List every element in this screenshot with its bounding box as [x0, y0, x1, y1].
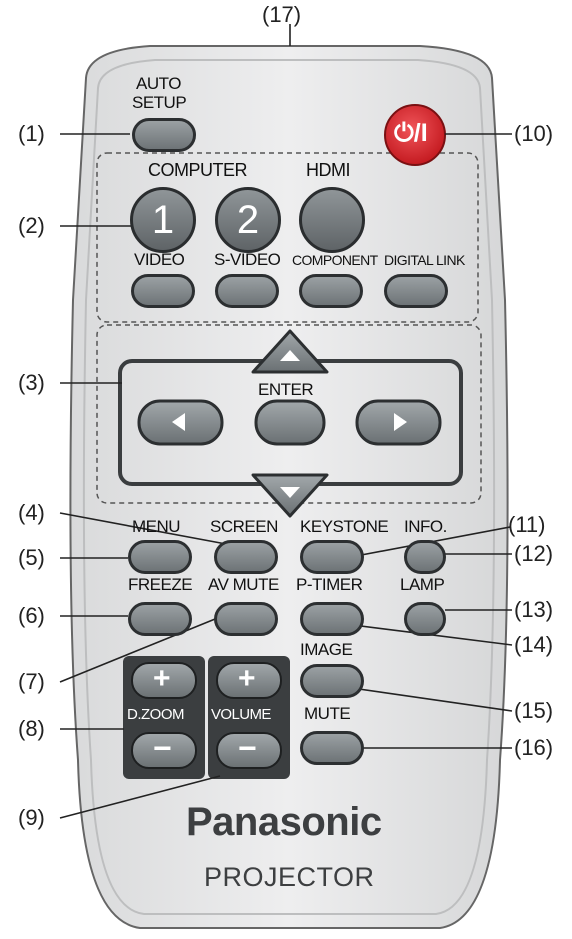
mute-label: MUTE [304, 704, 351, 723]
callout-13: (13) [514, 597, 554, 622]
power-button [384, 104, 446, 166]
auto-label-line1: AUTO [136, 74, 181, 93]
callout-14: (14) [514, 632, 554, 657]
image-label: IMAGE [300, 640, 353, 659]
nav-group-box [96, 324, 482, 504]
callout-9: (9) [18, 805, 45, 830]
s-video-label: S-VIDEO [214, 250, 281, 269]
callout-17: (17) [262, 2, 302, 27]
av-mute-label: AV MUTE [208, 575, 279, 594]
p-timer-label: P-TIMER [296, 575, 363, 594]
volume-minus-button [216, 732, 282, 769]
computer-label: COMPUTER [148, 160, 248, 180]
av-mute-button[interactable] [214, 602, 278, 636]
callout-1: (1) [18, 121, 45, 146]
keystone-label: KEYSTONE [300, 517, 389, 536]
power-icon: ⏻/I [394, 119, 428, 147]
digital-link-label: DIGITAL LINK [384, 252, 465, 268]
hdmi-button[interactable] [299, 187, 365, 253]
screen-button[interactable] [214, 540, 278, 574]
hdmi-label: HDMI [306, 160, 351, 180]
image-button[interactable] [300, 664, 364, 698]
info-button[interactable] [404, 540, 446, 574]
callout-7: (7) [18, 669, 45, 694]
auto-label-line2: SETUP [132, 93, 187, 112]
right-arrow-icon [394, 413, 407, 431]
computer-2-button[interactable]: 2 [215, 187, 281, 253]
d-zoom-minus-button [131, 732, 197, 769]
product-label: PROJECTOR [204, 862, 375, 892]
s-video-button[interactable] [215, 274, 279, 308]
callout-11: (11) [508, 512, 546, 537]
info-label: INFO. [404, 517, 447, 536]
lamp-button[interactable] [404, 602, 446, 636]
lamp-label: LAMP [400, 575, 445, 594]
d-zoom-plus-button [131, 662, 197, 699]
callout-8: (8) [18, 716, 45, 741]
freeze-button[interactable] [128, 602, 192, 636]
callout-3: (3) [18, 370, 45, 395]
p-timer-button[interactable] [300, 602, 364, 636]
enter-label: ENTER [258, 380, 314, 399]
input-group-box [96, 152, 479, 323]
up-arrow-icon [280, 350, 300, 361]
callout-6: (6) [18, 603, 45, 628]
d-zoom-minus-icon: − [153, 730, 172, 766]
volume-plus-button [216, 662, 282, 699]
menu-label: MENU [132, 517, 181, 536]
d-zoom-label: D.ZOOM [127, 706, 185, 723]
keystone-button[interactable] [300, 540, 364, 574]
computer-1-button[interactable]: 1 [130, 187, 196, 253]
down-arrow-icon [280, 487, 300, 498]
volume-plus-icon: + [238, 662, 256, 695]
callout-2: (2) [18, 213, 45, 238]
left-arrow-icon [172, 413, 185, 431]
component-button[interactable] [299, 274, 363, 308]
callout-12: (12) [514, 541, 554, 566]
volume-label: VOLUME [211, 706, 271, 723]
callout-5: (5) [18, 545, 45, 570]
video-button[interactable] [131, 274, 195, 308]
callout-16: (16) [514, 735, 554, 760]
video-label: VIDEO [134, 250, 185, 269]
screen-label: SCREEN [210, 517, 278, 536]
component-label: COMPONENT [292, 252, 378, 268]
callout-15: (15) [514, 698, 554, 723]
freeze-label: FREEZE [128, 575, 193, 594]
digital-link-button[interactable] [384, 274, 448, 308]
brand-logo: Panasonic [186, 800, 382, 844]
volume-minus-icon: − [238, 730, 257, 766]
enter-button [254, 399, 326, 446]
callout-10: (10) [514, 121, 554, 146]
menu-button[interactable] [128, 540, 192, 574]
d-zoom-plus-icon: + [153, 662, 171, 695]
callout-4: (4) [18, 500, 45, 525]
mute-button[interactable] [300, 731, 364, 765]
auto-setup-button[interactable] [132, 118, 196, 152]
